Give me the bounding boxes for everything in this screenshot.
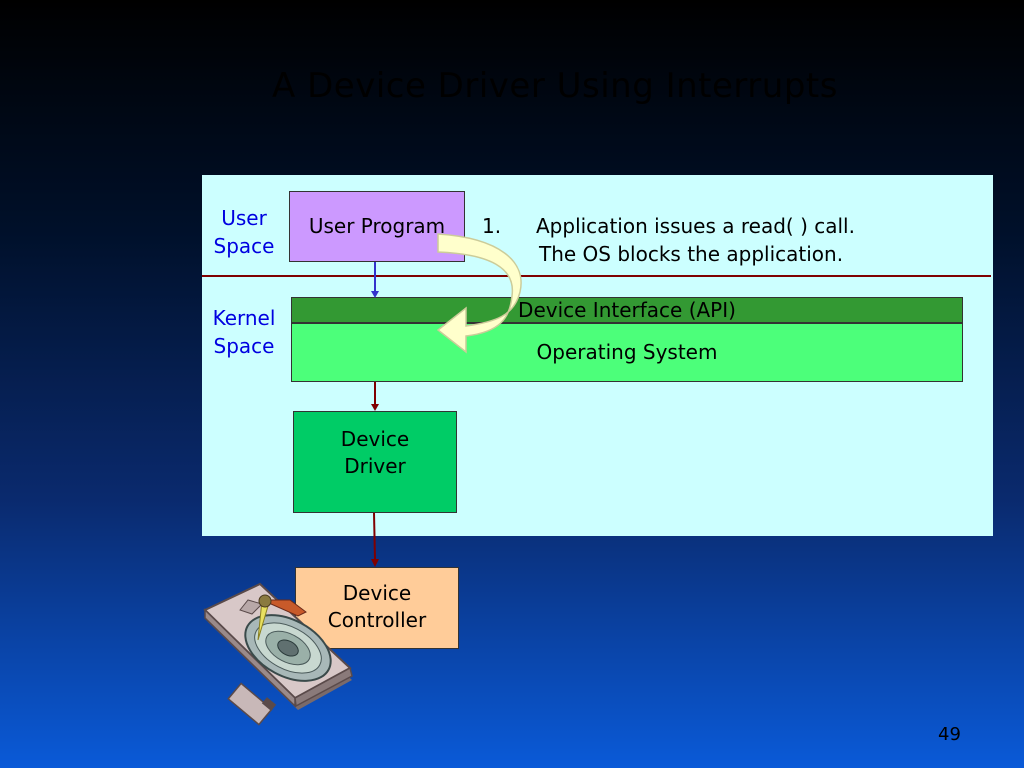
- user-space-label: User Space: [204, 204, 284, 260]
- slide-title: A Device Driver Using Interrupts: [272, 66, 838, 106]
- device-driver-label-line1: Device: [340, 427, 410, 451]
- user-kernel-divider: [202, 275, 991, 277]
- device-controller-box: Device Controller: [295, 567, 459, 649]
- operating-system-label: Operating System: [536, 340, 718, 364]
- step-1-line2: The OS blocks the application.: [539, 242, 844, 266]
- device-controller-label-line2: Controller: [327, 608, 427, 632]
- user-program-label: User Program: [308, 214, 446, 238]
- arrow-user-to-api-head: [371, 291, 379, 298]
- step-1-number: 1.: [482, 214, 502, 238]
- device-interface-label: Device Interface (API): [518, 297, 736, 322]
- device-driver-label-line2: Driver: [344, 454, 406, 478]
- curved-call-arrow: [436, 233, 522, 354]
- device-controller-label-line1: Device: [342, 581, 412, 605]
- step-1-line1: Application issues a read( ) call.: [536, 214, 855, 238]
- arrow-driver-to-controller-head: [371, 559, 379, 567]
- kernel-space-label-line1: Kernel: [212, 306, 276, 330]
- page-number: 49: [938, 724, 961, 745]
- operating-system-box: Operating System: [291, 323, 963, 382]
- device-interface-bar: Device Interface (API): [291, 297, 963, 323]
- device-driver-box: Device Driver: [293, 411, 457, 513]
- arrow-os-to-driver-head: [371, 404, 379, 411]
- hard-disk-icon: [203, 582, 353, 726]
- step-1-text: 1. Application issues a read( ) call. Th…: [482, 212, 855, 268]
- kernel-space-label-line2: Space: [213, 334, 275, 358]
- kernel-space-label: Kernel Space: [204, 304, 284, 360]
- user-space-label-line2: Space: [213, 234, 275, 258]
- arrow-driver-to-controller: [373, 512, 376, 561]
- user-program-box: User Program: [289, 191, 465, 262]
- user-space-label-line1: User: [221, 206, 267, 230]
